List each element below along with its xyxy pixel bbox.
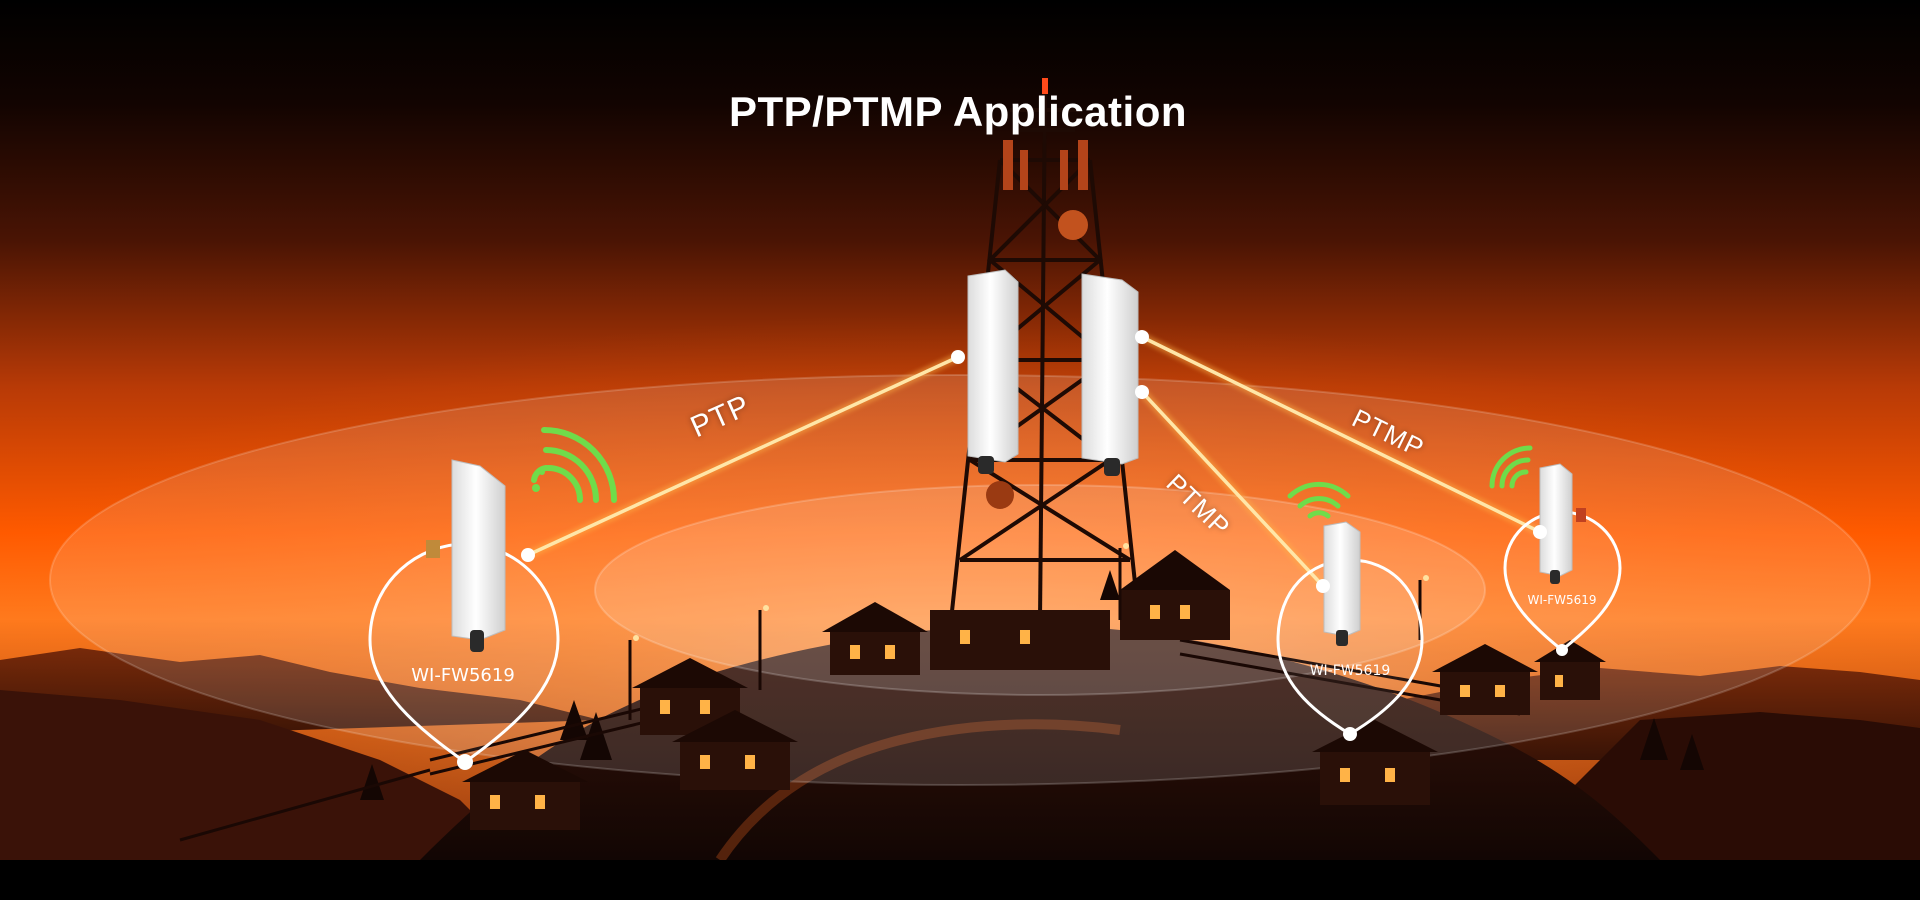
link-beams: [523, 332, 1545, 591]
wifi-signal-icon-right: [1489, 445, 1533, 489]
hill-path: [715, 719, 1121, 863]
left-client-mount: [426, 540, 440, 558]
ptmp-endpoint-middle: [1316, 579, 1330, 593]
middle-client-device: [1323, 521, 1361, 646]
page-title: PTP/PTMP Application: [728, 88, 1188, 135]
wifi-dot-left: [532, 484, 540, 492]
beam-endpoints: [951, 330, 1149, 399]
house-5: [1312, 720, 1438, 805]
left-client-pin: [368, 459, 560, 770]
bottom-band: [0, 860, 1920, 900]
ptp-endpoint-tower: [951, 350, 965, 364]
house-6: [1432, 644, 1538, 715]
ptp-beam: [526, 355, 960, 557]
wifi-signal-icon-middle: [1287, 481, 1351, 519]
ptmp-endpoint-tower-upper: [1135, 330, 1149, 344]
right-device-model-label: WI-FW5619: [1527, 593, 1597, 607]
house-3: [672, 710, 798, 790]
ptmp-beam-middle: [1140, 390, 1325, 588]
right-client-mount: [1576, 508, 1586, 522]
tower-device-left: [967, 269, 1019, 474]
wifi-signal-icon-left: [531, 427, 617, 503]
tower-device-right: [1081, 273, 1139, 476]
ptmp-endpoint-tower-lower: [1135, 385, 1149, 399]
house-7: [1534, 640, 1606, 700]
right-client-device: [1539, 463, 1573, 584]
street-lamps: [628, 548, 1422, 720]
middle-device-model-label: WI-FW5619: [1309, 663, 1391, 679]
left-client-device: [451, 459, 506, 652]
tower-base-buildings: [930, 550, 1230, 670]
tower-panels: [1003, 140, 1088, 190]
left-device-model-label: WI-FW5619: [411, 665, 515, 686]
tower-dish-low: [986, 481, 1014, 509]
hill-left: [0, 690, 520, 860]
middle-client-pin: [1276, 521, 1424, 741]
ptmp-endpoint-right: [1533, 525, 1547, 539]
ptmp-beam-right: [1140, 335, 1542, 534]
trees: [360, 570, 1704, 800]
right-client-pin: [1503, 463, 1622, 656]
ptp-endpoint-left: [521, 548, 535, 562]
tower-antenna-tip: [1042, 78, 1048, 94]
house-1: [822, 602, 928, 675]
tower-dish: [1058, 210, 1088, 240]
lamp-lights: [633, 543, 1429, 641]
house-4: [462, 750, 588, 830]
